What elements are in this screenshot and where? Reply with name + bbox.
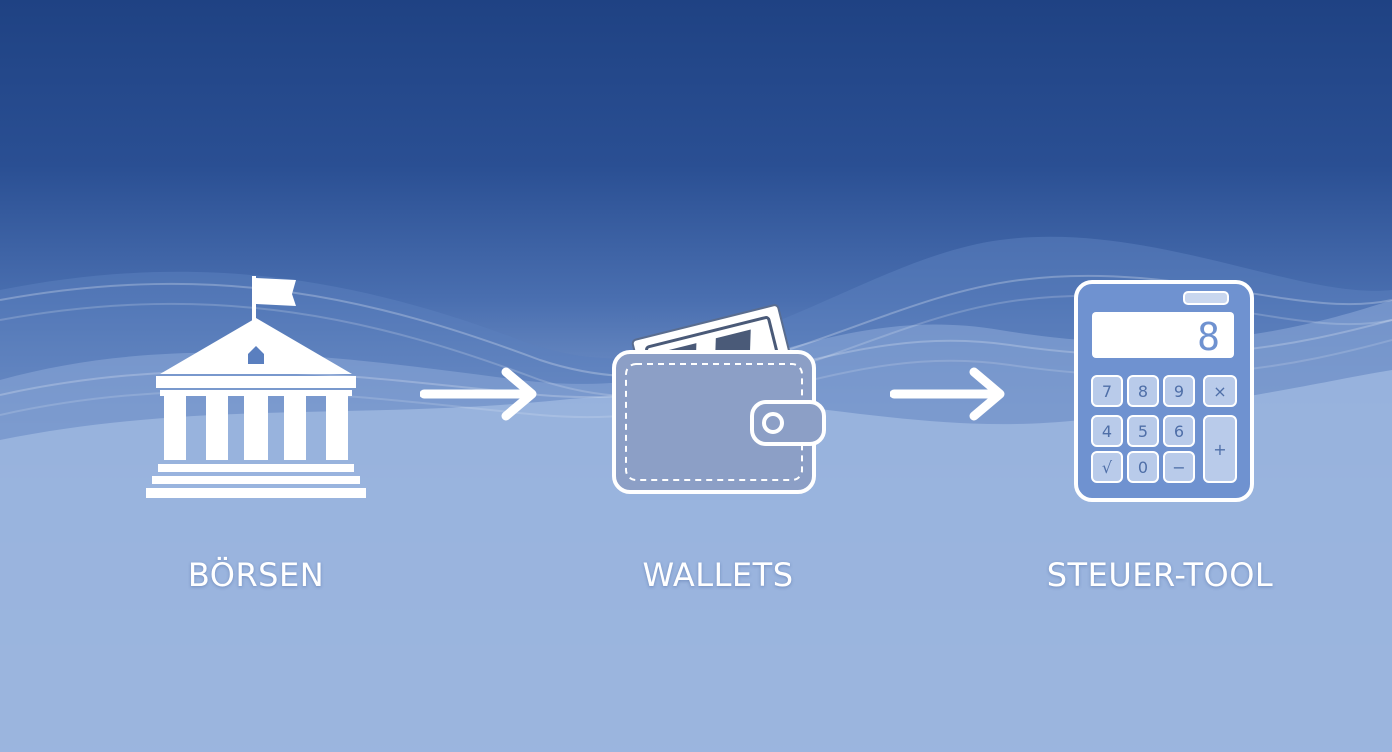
calculator-key xyxy=(1127,415,1159,447)
calculator-key xyxy=(1127,375,1159,407)
calculator-display-value: 8 xyxy=(1197,315,1220,359)
calculator-key-label: − xyxy=(1172,458,1185,477)
calculator-key xyxy=(1163,451,1195,483)
calculator-key-label: 9 xyxy=(1174,382,1184,401)
step-label-steuer-tool: STEUER-TOOL xyxy=(1046,556,1274,594)
calculator-display xyxy=(1092,312,1234,358)
bank-building-icon xyxy=(146,276,366,498)
calculator-key-label: + xyxy=(1213,440,1226,459)
calculator-key xyxy=(1091,375,1123,407)
wallet-icon xyxy=(612,304,826,494)
arrow-right-icon xyxy=(890,367,1005,421)
calculator-key xyxy=(1203,375,1237,407)
calculator-key xyxy=(1163,415,1195,447)
calculator-key xyxy=(1203,415,1237,483)
calculator-key-label: 6 xyxy=(1174,422,1184,441)
calculator-key-label: √ xyxy=(1102,458,1113,477)
calculator-icon: 8 7 8 9 × 4 5 6 + √ 0 − xyxy=(1074,280,1254,502)
calculator-key xyxy=(1091,415,1123,447)
calculator-key xyxy=(1163,375,1195,407)
step-label-boersen: BÖRSEN xyxy=(187,556,325,594)
calculator-key xyxy=(1091,451,1123,483)
calculator-key-label: 4 xyxy=(1102,422,1112,441)
calculator-key-label: 7 xyxy=(1102,382,1112,401)
calculator-key xyxy=(1127,451,1159,483)
calculator-key-label: 0 xyxy=(1138,458,1148,477)
arrow-right-icon xyxy=(420,367,537,421)
calculator-key-label: 5 xyxy=(1138,422,1148,441)
calculator-key-label: × xyxy=(1213,382,1226,401)
calculator-key-label: 8 xyxy=(1138,382,1148,401)
step-label-wallets: WALLETS xyxy=(642,556,794,594)
